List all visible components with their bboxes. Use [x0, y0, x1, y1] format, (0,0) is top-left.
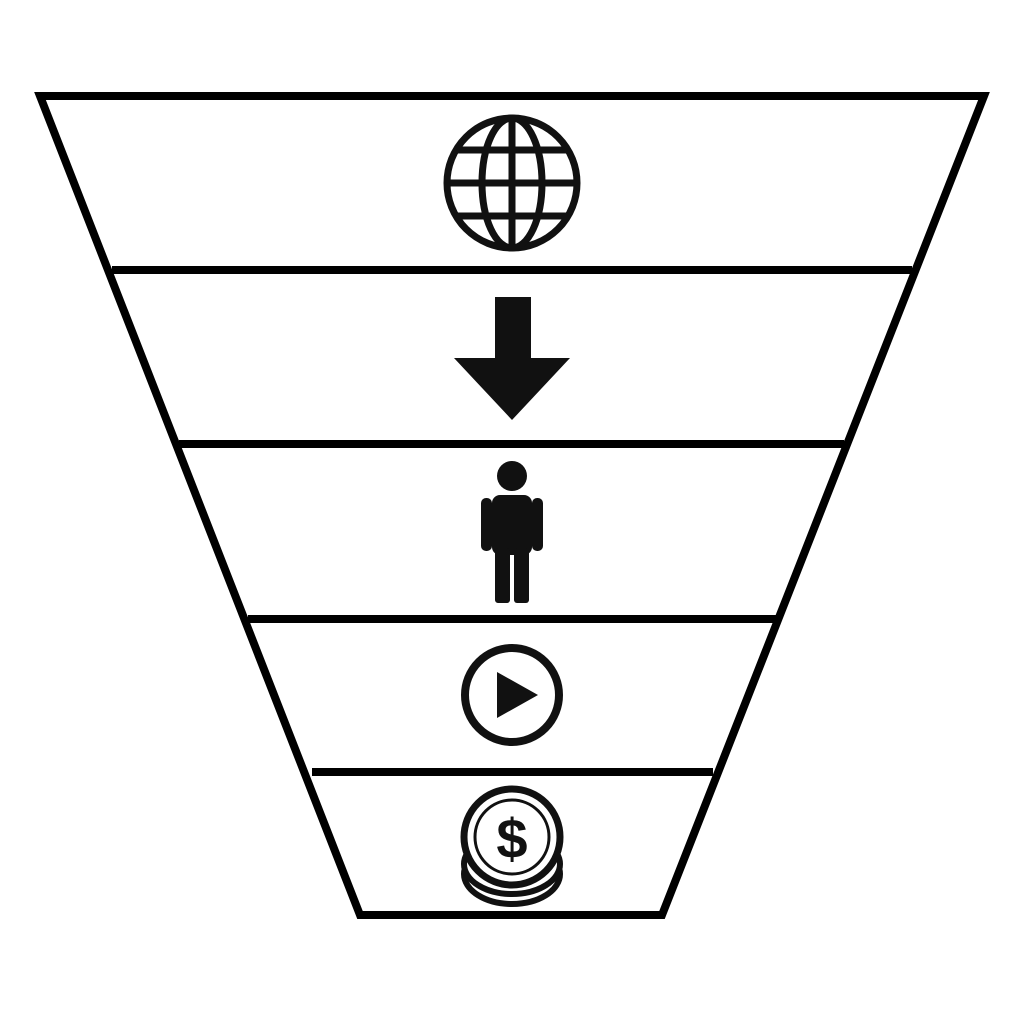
- funnel-stage-5: $: [460, 785, 564, 907]
- person-icon: [481, 461, 543, 603]
- play-icon: [461, 644, 563, 746]
- funnel-stage-1: [443, 114, 581, 252]
- dollar-coin-icon: $: [460, 785, 564, 907]
- dollar-sign: $: [496, 807, 527, 870]
- globe-icon: [443, 114, 581, 252]
- funnel-stage-4: [461, 644, 563, 746]
- funnel-stage-3: [481, 461, 543, 603]
- funnel-stage-2: [454, 297, 570, 420]
- funnel-outline: [34, 92, 990, 919]
- down-arrow-icon: [454, 297, 570, 420]
